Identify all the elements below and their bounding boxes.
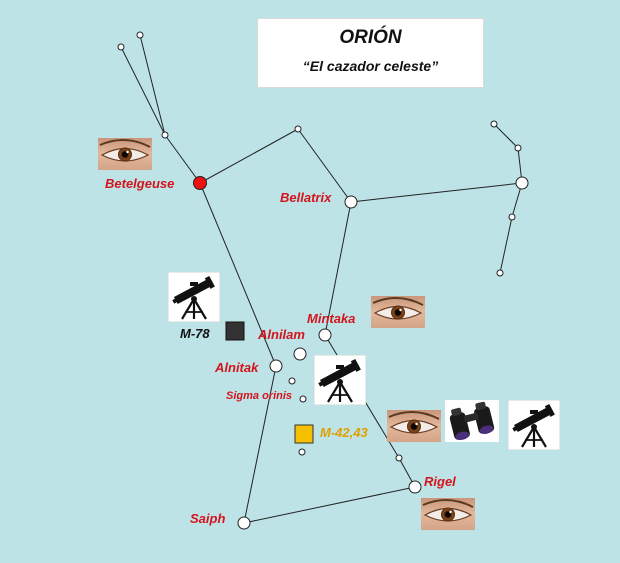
label-sigma-orionis: Sigma orinis xyxy=(226,390,293,402)
star-dot xyxy=(490,120,498,128)
label-m78: M-78 xyxy=(180,326,210,341)
binoculars-icon xyxy=(445,400,499,442)
m42-marker xyxy=(294,424,314,444)
star-dot xyxy=(136,31,144,39)
star-dot xyxy=(515,176,529,190)
star-dot xyxy=(117,43,125,51)
eye-icon xyxy=(98,138,152,170)
telescope-icon xyxy=(508,400,560,450)
alnilam-star xyxy=(293,347,307,361)
page-title: ORIÓN xyxy=(339,27,402,48)
star-dot xyxy=(288,377,296,385)
title-box: ORIÓN “El cazador celeste” xyxy=(257,18,484,88)
eye-icon xyxy=(371,296,425,328)
label-m42: M-42,43 xyxy=(320,425,368,440)
betelgeuse-star xyxy=(193,176,207,190)
telescope-icon xyxy=(314,355,366,405)
label-bellatrix: Bellatrix xyxy=(280,190,332,205)
page-subtitle: “El cazador celeste” xyxy=(302,58,439,74)
rigel-star xyxy=(408,480,422,494)
m78-marker xyxy=(225,321,245,341)
saiph-star xyxy=(237,516,251,530)
telescope-icon xyxy=(168,272,220,322)
star-dot xyxy=(299,395,307,403)
label-saiph: Saiph xyxy=(190,511,226,526)
star-dot xyxy=(496,269,504,277)
star-dot xyxy=(294,125,302,133)
star-dot xyxy=(395,454,403,462)
star-dot xyxy=(161,131,169,139)
label-alnilam: Alnilam xyxy=(258,327,305,342)
eye-icon xyxy=(421,498,475,530)
label-mintaka: Mintaka xyxy=(307,311,356,326)
star-dot xyxy=(514,144,522,152)
label-alnitak: Alnitak xyxy=(215,360,259,375)
alnitak-star xyxy=(269,359,283,373)
bellatrix-star xyxy=(344,195,358,209)
mintaka-star xyxy=(318,328,332,342)
label-betelgeuse: Betelgeuse xyxy=(105,176,175,191)
star-dot xyxy=(508,213,516,221)
eye-icon xyxy=(387,410,441,442)
label-rigel: Rigel xyxy=(424,474,456,489)
star-dot xyxy=(298,448,306,456)
